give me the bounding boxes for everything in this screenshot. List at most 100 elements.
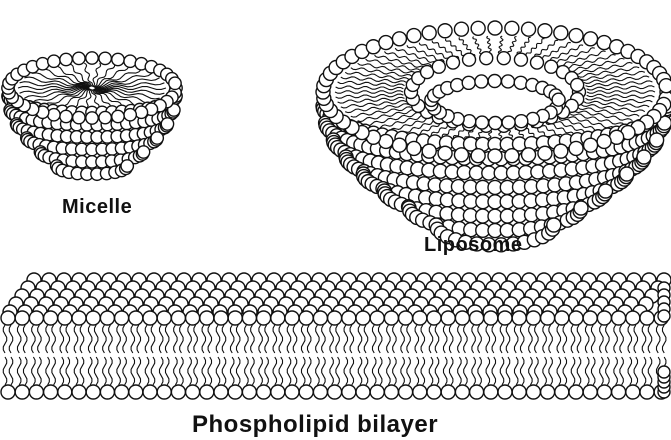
lipid-tail bbox=[642, 325, 645, 353]
lipid-head bbox=[242, 311, 256, 325]
lipid-head bbox=[470, 385, 484, 399]
lipid-head bbox=[115, 385, 129, 399]
lipid-tail bbox=[345, 107, 377, 112]
lipid-tail bbox=[89, 325, 92, 353]
lipid-head bbox=[514, 53, 527, 66]
lipid-head bbox=[228, 385, 242, 399]
lipid-tail bbox=[586, 83, 620, 87]
lipid-tail bbox=[619, 100, 652, 103]
lipid-tail bbox=[407, 45, 426, 53]
lipid-head bbox=[640, 385, 654, 399]
lipid-head bbox=[502, 116, 515, 129]
lipid-tail bbox=[188, 357, 191, 385]
lipid-head bbox=[498, 311, 512, 325]
lipid-head bbox=[438, 24, 452, 38]
lipid-head bbox=[447, 56, 460, 69]
lipid-tail bbox=[60, 357, 63, 385]
lipid-head bbox=[200, 385, 214, 399]
lipid-tail bbox=[534, 39, 545, 49]
lipid-head bbox=[421, 66, 434, 79]
lipid-tail bbox=[95, 325, 98, 353]
lipid-tail bbox=[373, 357, 376, 385]
lipid-tail bbox=[464, 325, 467, 353]
lipid-tail bbox=[46, 357, 49, 385]
lipid-tail bbox=[322, 325, 325, 353]
lipid-head bbox=[384, 385, 398, 399]
lipid-tail bbox=[500, 325, 503, 353]
lipid-tail bbox=[600, 357, 603, 385]
lipid-tail bbox=[237, 357, 240, 385]
lipid-tail bbox=[473, 37, 479, 47]
lipid-tail bbox=[364, 325, 367, 353]
lipid-tail bbox=[393, 357, 396, 385]
lipid-head bbox=[86, 52, 98, 64]
lipid-tail bbox=[586, 357, 589, 385]
lipid-tail bbox=[52, 357, 55, 385]
lipid-head bbox=[257, 311, 271, 325]
lipid-head bbox=[157, 311, 171, 325]
lipid-tail bbox=[606, 325, 609, 353]
lipid-tail bbox=[620, 325, 623, 353]
lipid-head bbox=[73, 111, 85, 123]
lipid-head bbox=[200, 311, 214, 325]
lipid-head bbox=[571, 78, 584, 91]
lipid-tail bbox=[529, 357, 532, 385]
lipid-tail bbox=[358, 357, 361, 385]
lipid-head bbox=[1, 385, 15, 399]
lipid-tail bbox=[435, 357, 438, 385]
lipid-head bbox=[137, 146, 149, 158]
lipid-tail bbox=[338, 81, 371, 84]
lipid-tail bbox=[208, 357, 211, 385]
lipid-tail bbox=[577, 357, 580, 385]
lipid-head bbox=[392, 32, 406, 46]
lipid-head bbox=[407, 29, 421, 43]
lipid-tail bbox=[302, 325, 305, 353]
lipid-head bbox=[285, 385, 299, 399]
lipid-tail bbox=[369, 91, 403, 93]
lipid-head bbox=[584, 138, 598, 152]
lipid-tail bbox=[316, 357, 319, 385]
lipid-tail bbox=[577, 325, 580, 353]
lipid-head bbox=[413, 311, 427, 325]
lipid-tail bbox=[52, 325, 55, 353]
lipid-tail bbox=[344, 357, 347, 385]
lipid-tail bbox=[500, 36, 503, 46]
lipid-tail bbox=[395, 48, 416, 56]
lipid-tail bbox=[450, 357, 453, 385]
lipid-head bbox=[422, 144, 436, 158]
lipid-tail bbox=[302, 357, 305, 385]
lipid-tail bbox=[478, 325, 481, 353]
lipid-head bbox=[583, 385, 597, 399]
lipid-head bbox=[454, 22, 468, 36]
lipid-tail bbox=[606, 357, 609, 385]
lipid-tail bbox=[472, 325, 475, 353]
lipid-head bbox=[489, 116, 502, 129]
lipid-head bbox=[214, 311, 228, 325]
lipid-head bbox=[498, 385, 512, 399]
lipid-tail bbox=[336, 325, 339, 353]
lipid-tail bbox=[18, 325, 21, 353]
lipid-tail bbox=[587, 94, 621, 97]
lipid-tail bbox=[308, 325, 311, 353]
lipid-tail bbox=[529, 325, 532, 353]
lipid-head bbox=[186, 311, 200, 325]
lipid-tail bbox=[350, 357, 353, 385]
lipid-tail bbox=[202, 357, 205, 385]
lipid-tail bbox=[366, 118, 394, 125]
lipid-head bbox=[526, 311, 540, 325]
lipid-head bbox=[555, 385, 569, 399]
lipid-tail bbox=[563, 357, 566, 385]
lipid-head bbox=[658, 366, 670, 378]
lipid-head bbox=[271, 311, 285, 325]
lipid-head bbox=[384, 311, 398, 325]
lipid-head bbox=[399, 385, 413, 399]
lipid-head bbox=[515, 115, 528, 128]
lipid-tail bbox=[617, 76, 650, 81]
lipid-head bbox=[505, 149, 519, 163]
lipid-head bbox=[612, 311, 626, 325]
lipid-tail bbox=[237, 325, 240, 353]
lipid-tail bbox=[137, 325, 140, 353]
lipid-head bbox=[15, 311, 29, 325]
lipid-tail bbox=[103, 357, 106, 385]
lipid-head bbox=[99, 111, 111, 123]
